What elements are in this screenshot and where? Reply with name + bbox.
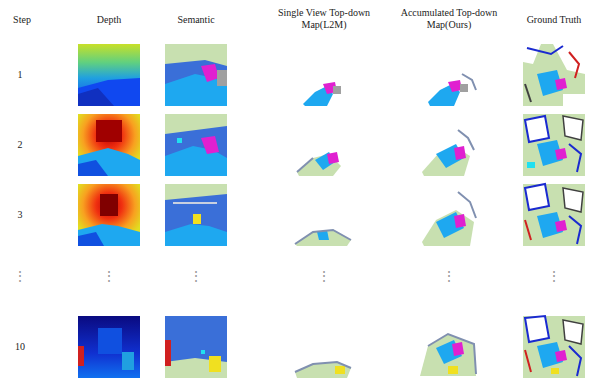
row-number: 1 bbox=[5, 69, 35, 81]
column-header: Ground Truth bbox=[514, 14, 594, 26]
ellipsis-mark: ⋮ bbox=[439, 270, 459, 284]
row-number: 3 bbox=[5, 209, 35, 221]
row-number: 2 bbox=[5, 139, 35, 151]
ellipsis-mark: ⋮ bbox=[99, 270, 119, 284]
ellipsis-mark: ⋮ bbox=[314, 270, 334, 284]
column-header: Semantic bbox=[156, 14, 236, 26]
ellipsis-mark: ⋮ bbox=[186, 270, 206, 284]
ellipsis-mark: ⋮ bbox=[10, 270, 30, 284]
column-header: Step bbox=[2, 14, 42, 26]
ellipsis-mark: ⋮ bbox=[544, 270, 564, 284]
column-header: Depth bbox=[69, 14, 149, 26]
column-header: Single View Top-down Map(L2M) bbox=[274, 7, 374, 31]
row-number: 10 bbox=[5, 341, 35, 353]
column-header: Accumulated Top-down Map(Ours) bbox=[399, 7, 499, 31]
